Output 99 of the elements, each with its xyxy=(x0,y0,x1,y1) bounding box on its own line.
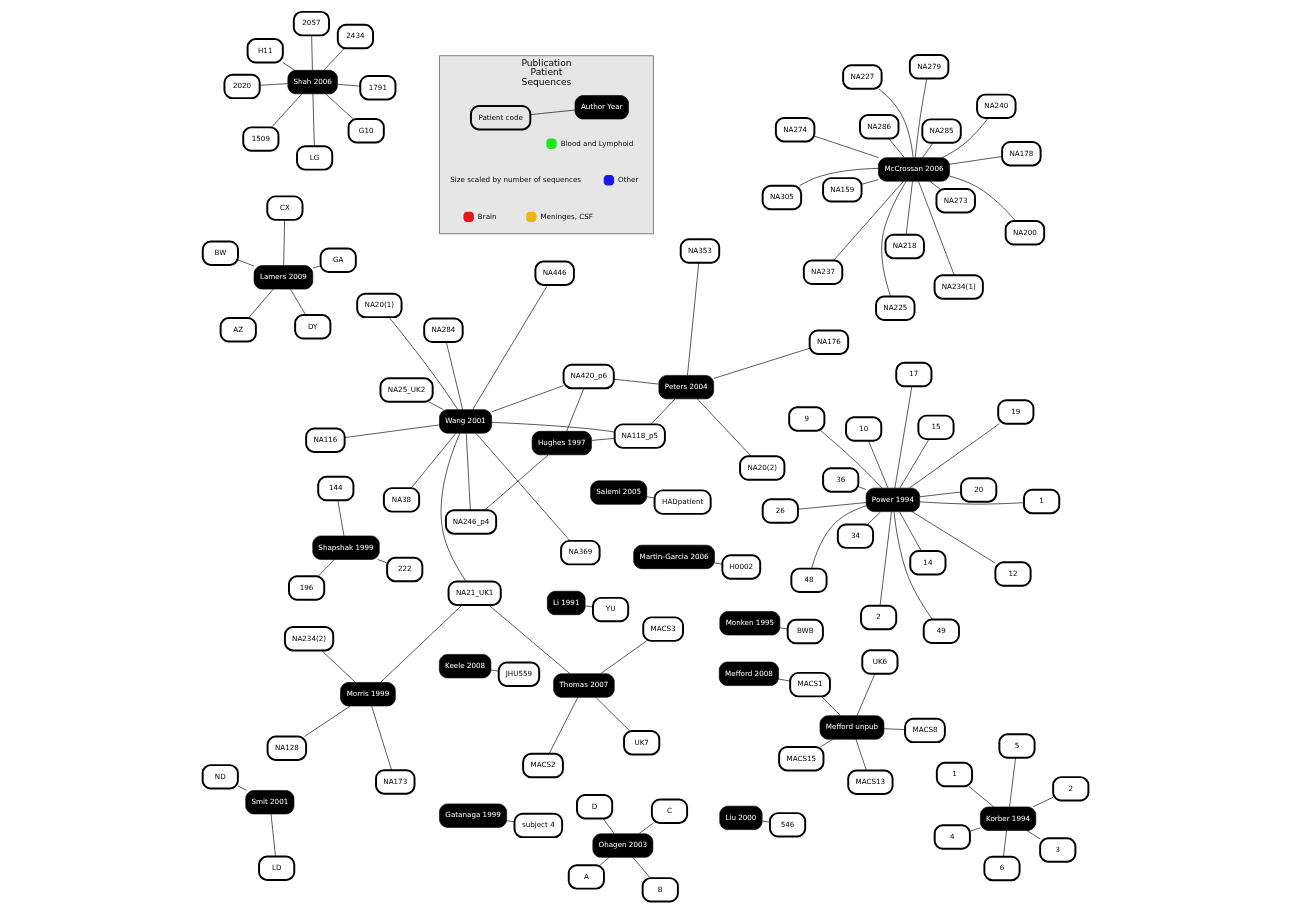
connector xyxy=(487,604,570,674)
connector xyxy=(968,785,994,807)
connector xyxy=(948,155,1002,165)
connector xyxy=(590,437,615,441)
connector xyxy=(893,510,933,620)
connector xyxy=(819,738,833,747)
connector xyxy=(388,316,458,410)
connector xyxy=(777,678,790,681)
connector xyxy=(270,93,302,128)
connector xyxy=(282,219,285,266)
connector xyxy=(312,93,315,146)
connector xyxy=(259,82,288,86)
connector xyxy=(323,47,344,70)
connector xyxy=(343,424,440,438)
connector xyxy=(899,438,929,488)
connector xyxy=(779,627,788,629)
connector xyxy=(813,135,879,158)
connector xyxy=(320,649,356,683)
connector xyxy=(797,501,866,510)
connector xyxy=(289,288,306,315)
connector xyxy=(1026,829,1040,839)
connector xyxy=(317,558,335,576)
connector xyxy=(410,432,456,488)
connector xyxy=(490,669,499,671)
connector xyxy=(310,34,313,71)
connector xyxy=(888,137,905,158)
connector xyxy=(883,727,905,730)
connector xyxy=(445,341,463,410)
connector xyxy=(880,180,906,297)
connector xyxy=(632,856,651,878)
connector xyxy=(595,696,630,731)
connector xyxy=(303,705,350,737)
connector xyxy=(941,117,988,158)
connector xyxy=(696,398,751,457)
connector xyxy=(713,562,723,564)
connector xyxy=(686,262,699,376)
connector xyxy=(483,454,549,510)
connector xyxy=(908,422,1000,488)
connector xyxy=(379,604,462,683)
connector xyxy=(471,284,548,410)
connector xyxy=(646,495,655,498)
connector xyxy=(376,558,387,563)
connector xyxy=(548,696,578,754)
connector xyxy=(506,819,515,822)
connector xyxy=(911,510,996,563)
connector xyxy=(491,421,615,432)
connector xyxy=(337,499,344,536)
connector xyxy=(712,347,810,379)
connector xyxy=(1002,829,1007,857)
connector xyxy=(584,605,593,607)
connector xyxy=(650,398,675,425)
connector xyxy=(428,401,444,410)
connector xyxy=(948,175,1016,221)
connector xyxy=(898,510,922,551)
connector xyxy=(270,813,276,857)
connector xyxy=(237,785,247,791)
connector xyxy=(613,378,659,384)
connector xyxy=(857,485,866,490)
connector xyxy=(599,640,647,674)
connector xyxy=(879,510,892,606)
connector xyxy=(638,822,654,834)
connector xyxy=(820,430,882,488)
connector xyxy=(810,504,866,569)
connector xyxy=(370,705,392,770)
connector xyxy=(914,77,927,158)
connector xyxy=(919,501,1024,504)
connector xyxy=(475,432,570,541)
connector xyxy=(919,491,961,497)
connector xyxy=(917,180,955,275)
connector xyxy=(599,856,609,865)
connector xyxy=(440,432,466,582)
connector xyxy=(312,265,321,268)
connector xyxy=(866,510,881,525)
connector xyxy=(1008,757,1016,807)
connector xyxy=(856,673,875,716)
connector xyxy=(894,385,912,488)
connector xyxy=(529,109,575,115)
connector xyxy=(832,180,904,261)
connector xyxy=(1032,796,1053,807)
connector xyxy=(282,61,295,71)
connector xyxy=(855,738,867,771)
connector xyxy=(465,432,471,510)
connector xyxy=(921,142,933,158)
connector xyxy=(565,387,584,431)
connector xyxy=(820,695,841,716)
connector xyxy=(860,178,879,185)
connector xyxy=(798,167,879,186)
connector xyxy=(602,817,615,834)
connector xyxy=(761,820,770,822)
connector xyxy=(867,440,888,488)
connector xyxy=(247,288,273,318)
connector xyxy=(905,180,913,235)
connector xyxy=(324,93,353,119)
connector xyxy=(969,827,981,832)
connector xyxy=(336,83,360,86)
connector xyxy=(237,259,254,266)
connector xyxy=(928,180,940,189)
connector xyxy=(878,87,913,158)
connector xyxy=(490,384,564,412)
